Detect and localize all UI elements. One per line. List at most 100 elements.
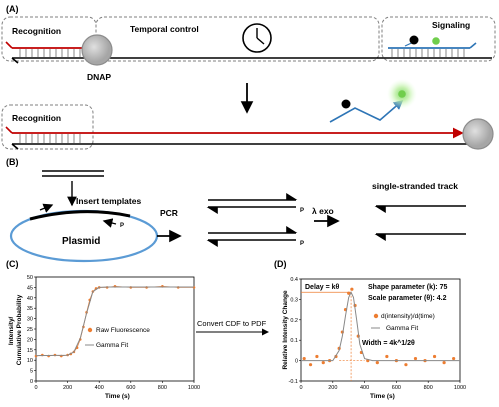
delay-annotation: Delay = kθ <box>305 284 340 291</box>
chart-d-xtick-label: 1000 <box>454 385 466 391</box>
chart-d-ylabel: Relative Intensity Change <box>282 290 289 369</box>
chart-d-series-raw-point <box>442 361 446 365</box>
chart-d-series-raw-point <box>315 354 319 359</box>
chart-d-series-fit-line <box>301 291 460 362</box>
plasmid-label: Plasmid <box>62 236 100 247</box>
chart-c-ytick-label: 5 <box>30 369 33 375</box>
chart-c-ylabel-line1: Intensity/ <box>8 316 15 345</box>
chart-c-xtick-label: 400 <box>95 385 104 391</box>
legend-c-fit: Gamma Fit <box>96 342 128 349</box>
temporal-control-label: Temporal control <box>130 24 199 34</box>
chart-c-xtick-label: 600 <box>126 385 135 391</box>
chart-c-series-fit-line <box>35 286 194 357</box>
single-strands <box>374 205 466 241</box>
legend-d-raw: d(intensity)/d(time) <box>381 313 435 320</box>
chart-c-ytick-label: 0 <box>30 379 33 385</box>
dnap-polymerase-icon <box>81 34 113 66</box>
chart-d-xtick-label: 0 <box>299 385 302 391</box>
fluorophore-icon-bottom <box>398 90 406 98</box>
primer-p-label: P <box>120 223 124 229</box>
chart-d-series-raw-point <box>385 354 389 359</box>
legend-c-raw-marker <box>87 327 93 333</box>
chart-c-xlabel: Time (s) <box>105 393 130 400</box>
panel-b-label: (B) <box>6 157 19 167</box>
chart-c-ytick-label: 35 <box>27 306 33 312</box>
chart-d-series-raw-point <box>375 361 379 365</box>
legend-d-raw-marker <box>373 313 379 319</box>
pcr-products <box>206 193 298 247</box>
chart-c-ytick-label: 45 <box>27 285 33 291</box>
primer-forward-icon <box>39 203 54 213</box>
product-p-label-1: P <box>300 208 304 214</box>
chart-d-xlabel: Time (s) <box>370 393 395 400</box>
scale-parameter-annotation: Scale parameter (θ): 4.2 <box>368 295 447 302</box>
single-stranded-track-label: single-stranded track <box>372 181 458 191</box>
chart-d-series <box>301 287 460 367</box>
panel-d-label: (D) <box>274 259 287 269</box>
chart-c-ytick-label: 20 <box>27 337 33 343</box>
chart-d-frame <box>300 278 461 382</box>
recognition-label-bottom: Recognition <box>12 113 61 123</box>
chart-d-ytick-label: 0.1 <box>290 338 298 344</box>
chart-d-xtick-label: 200 <box>328 385 337 391</box>
insert-templates-label: Insert templates <box>76 196 141 206</box>
chart-d-ytick-label: 0 <box>295 359 298 365</box>
lambda-exo-label: λ exo <box>312 206 334 216</box>
chart-d-series-raw-point <box>432 354 437 359</box>
chart-c-ylabel: Intensity/ Cumulative Probability <box>8 294 23 365</box>
panel-b: (B) P Insert templates Plasmid PCR P P λ… <box>6 157 466 263</box>
chart-c-ytick-label: 30 <box>27 317 33 323</box>
chart-d-series-raw-point <box>350 287 354 291</box>
chart-c-xtick-label: 800 <box>158 385 167 391</box>
recognition-box-bottom <box>1 104 94 150</box>
chart-c-ytick-label: 10 <box>27 358 33 364</box>
chart-c-ytick-label: 15 <box>27 348 33 354</box>
chart-d-series-raw-point <box>302 356 306 361</box>
quencher-icon-bottom <box>341 99 351 109</box>
legend-c-raw: Raw Fluorescence <box>96 327 150 334</box>
recognition-box-top <box>1 16 97 62</box>
chart-d-guides <box>301 291 365 381</box>
quencher-icon-top <box>409 35 419 45</box>
panel-c-label: (C) <box>6 259 19 269</box>
width-annotation: Width = 4k^1/2θ <box>362 339 415 347</box>
dna-track-bottom <box>5 126 470 150</box>
chart-d-xtick-label: 600 <box>392 385 401 391</box>
chart-c-xtick-label: 1000 <box>188 385 200 391</box>
dnap-polymerase-icon-end <box>462 118 494 150</box>
chart-c-ylabel-line2: Cumulative Probability <box>16 294 23 365</box>
chart-d-series-raw-point <box>321 361 325 365</box>
chart-c-legend: Raw Fluorescence Gamma Fit <box>85 327 150 349</box>
chart-d-legend: d(intensity)/d(time) Gamma Fit <box>371 313 435 332</box>
legend-d-fit: Gamma Fit <box>386 325 418 332</box>
chart-d-series-raw-point <box>404 363 408 367</box>
convert-label: Convert CDF to PDF <box>197 319 267 328</box>
chart-d-ytick-label: 0.2 <box>290 318 298 324</box>
chart-d-xtick-label: 800 <box>424 385 433 391</box>
product-p-label-2: P <box>300 241 304 247</box>
panel-a: (A) Recognition Temporal control Signali… <box>1 4 496 150</box>
chart-d-series-raw-point <box>347 291 351 295</box>
chart-d-xtick-label: 400 <box>360 385 369 391</box>
clock-icon <box>242 23 272 53</box>
fluorophore-icon-top <box>432 37 440 45</box>
primer-reverse-icon <box>102 218 117 228</box>
panel-a-label: (A) <box>6 4 19 14</box>
chart-d-series-raw-point <box>413 356 418 361</box>
chart-d-ytick-label: 0.4 <box>290 277 298 283</box>
chart-c-xtick-label: 0 <box>34 385 37 391</box>
chart-c-series <box>34 285 196 358</box>
chart-d-series-raw-point <box>452 356 456 361</box>
signaling-label: Signaling <box>432 20 470 30</box>
chart-c-ytick-label: 40 <box>27 296 33 302</box>
chart-c-xtick-label: 200 <box>63 385 72 391</box>
insert-template-segment <box>29 210 131 221</box>
released-strand <box>329 99 404 123</box>
chart-c-ytick-label: 25 <box>27 327 33 333</box>
recognition-label-top: Recognition <box>12 26 61 36</box>
chart-d-ytick-label: -0.1 <box>289 379 298 385</box>
